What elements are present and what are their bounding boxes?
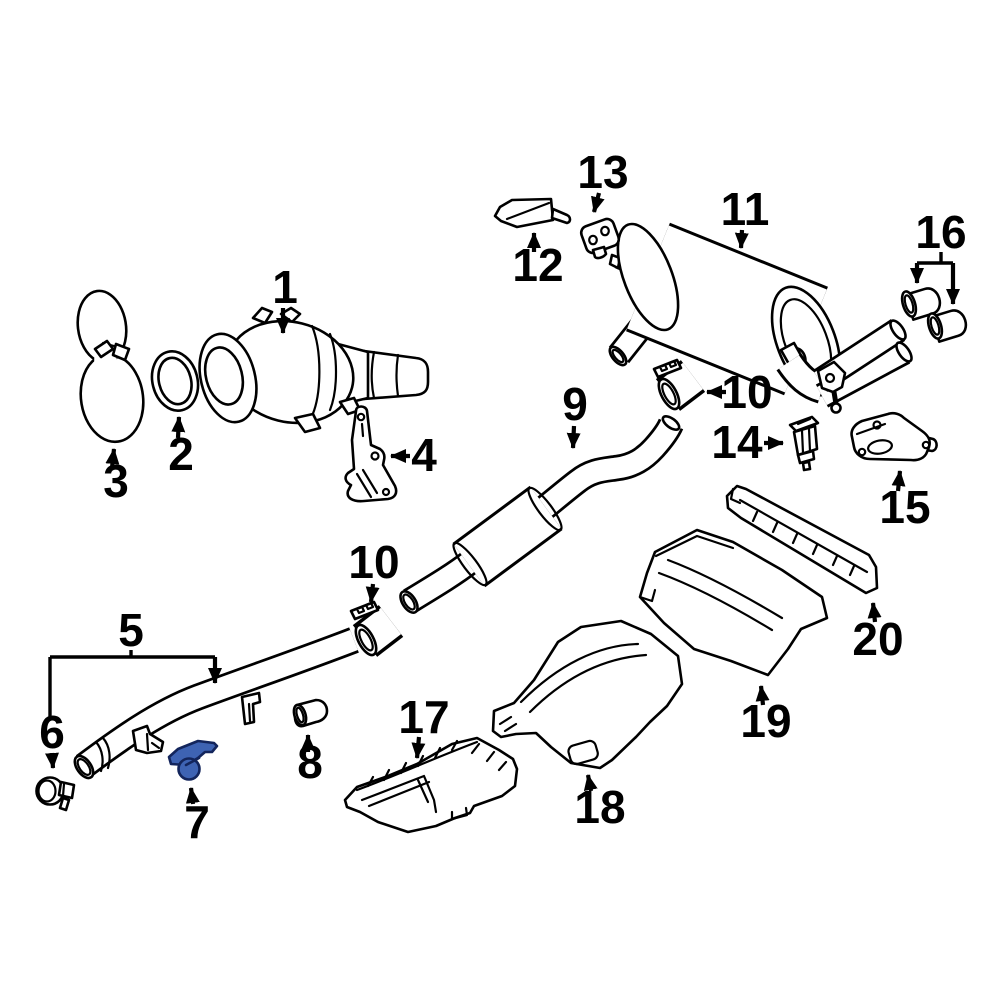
callout-label-20-20[interactable]: 20 — [852, 613, 903, 665]
part-8-spacer-sleeve — [292, 698, 329, 728]
callout-label-4-3[interactable]: 4 — [411, 429, 437, 481]
part-6-clamp — [35, 776, 76, 812]
callout-label-5-4[interactable]: 5 — [118, 604, 144, 656]
part-19-heat-shield — [638, 528, 829, 677]
part-9-center-pipe — [399, 415, 684, 614]
callout-arrow-7 — [185, 787, 200, 805]
callout-arrow-10-front — [365, 583, 380, 603]
part-7-bracket-highlighted[interactable] — [167, 739, 219, 781]
callout-label-10-10[interactable]: 10 — [348, 536, 399, 588]
callout-bracket-16 — [917, 252, 953, 265]
callout-label-16-16[interactable]: 16 — [915, 206, 966, 258]
callout-arrow-9 — [566, 425, 581, 449]
part-10-clamp-rear — [652, 358, 706, 411]
callout-arrow-6 — [45, 752, 59, 769]
part-4-bracket — [344, 405, 398, 503]
part-15-bracket-plate — [850, 411, 938, 462]
part-3-clamp — [76, 289, 145, 444]
part-5-front-pipe — [73, 627, 359, 780]
part-11-rear-muffler — [608, 222, 913, 414]
callout-label-18-18[interactable]: 18 — [574, 781, 625, 833]
callout-label-10-9[interactable]: 10 — [721, 366, 772, 418]
callout-bracket-5 — [48, 650, 215, 719]
part-18-heat-shield — [491, 619, 684, 770]
callout-label-2-1[interactable]: 2 — [168, 428, 194, 480]
callout-arrow-2 — [171, 416, 186, 439]
part-10-clamp-front — [349, 600, 404, 657]
callout-label-14-14[interactable]: 14 — [711, 416, 763, 468]
callout-arrow-18 — [583, 774, 598, 792]
callout-label-15-15[interactable]: 15 — [879, 481, 930, 533]
part-14-rubber-mount — [788, 415, 820, 472]
callout-arrow-17 — [411, 736, 426, 759]
callout-arrow-11 — [734, 229, 749, 249]
callout-label-11-11[interactable]: 11 — [721, 183, 770, 235]
callout-label-1-0[interactable]: 1 — [272, 261, 298, 313]
callout-label-13-13[interactable]: 13 — [577, 146, 628, 198]
muffler-hanger-bracket — [816, 360, 847, 394]
part-20-heat-shield-crossmember — [725, 484, 879, 595]
callout-arrow-15 — [891, 470, 906, 492]
callout-label-8-7[interactable]: 8 — [297, 736, 323, 788]
callout-label-9-8[interactable]: 9 — [562, 378, 588, 430]
callout-label-17-17[interactable]: 17 — [398, 691, 449, 743]
part-16-tailpipe-tips — [900, 287, 968, 343]
callout-arrow-20 — [867, 602, 882, 623]
part-13-bracket — [579, 217, 621, 260]
pipe-bracket-tab — [240, 691, 262, 726]
part-12-bracket — [493, 197, 572, 229]
callout-label-19-19[interactable]: 19 — [740, 695, 791, 747]
callout-arrow-13 — [591, 192, 605, 213]
part-2-gasket — [150, 350, 200, 412]
callout-label-3-2[interactable]: 3 — [103, 455, 129, 507]
callout-label-7-6[interactable]: 7 — [184, 796, 210, 848]
muffler-left-cap — [616, 222, 680, 332]
callout-arrow-19 — [755, 685, 770, 706]
callout-arrow-3 — [105, 448, 120, 469]
callout-label-12-12[interactable]: 12 — [512, 239, 563, 291]
part-1-catalytic-converter — [198, 306, 430, 434]
callout-arrows — [45, 192, 960, 805]
callout-label-6-5[interactable]: 6 — [39, 706, 65, 758]
part-17-heat-shield — [343, 736, 519, 834]
